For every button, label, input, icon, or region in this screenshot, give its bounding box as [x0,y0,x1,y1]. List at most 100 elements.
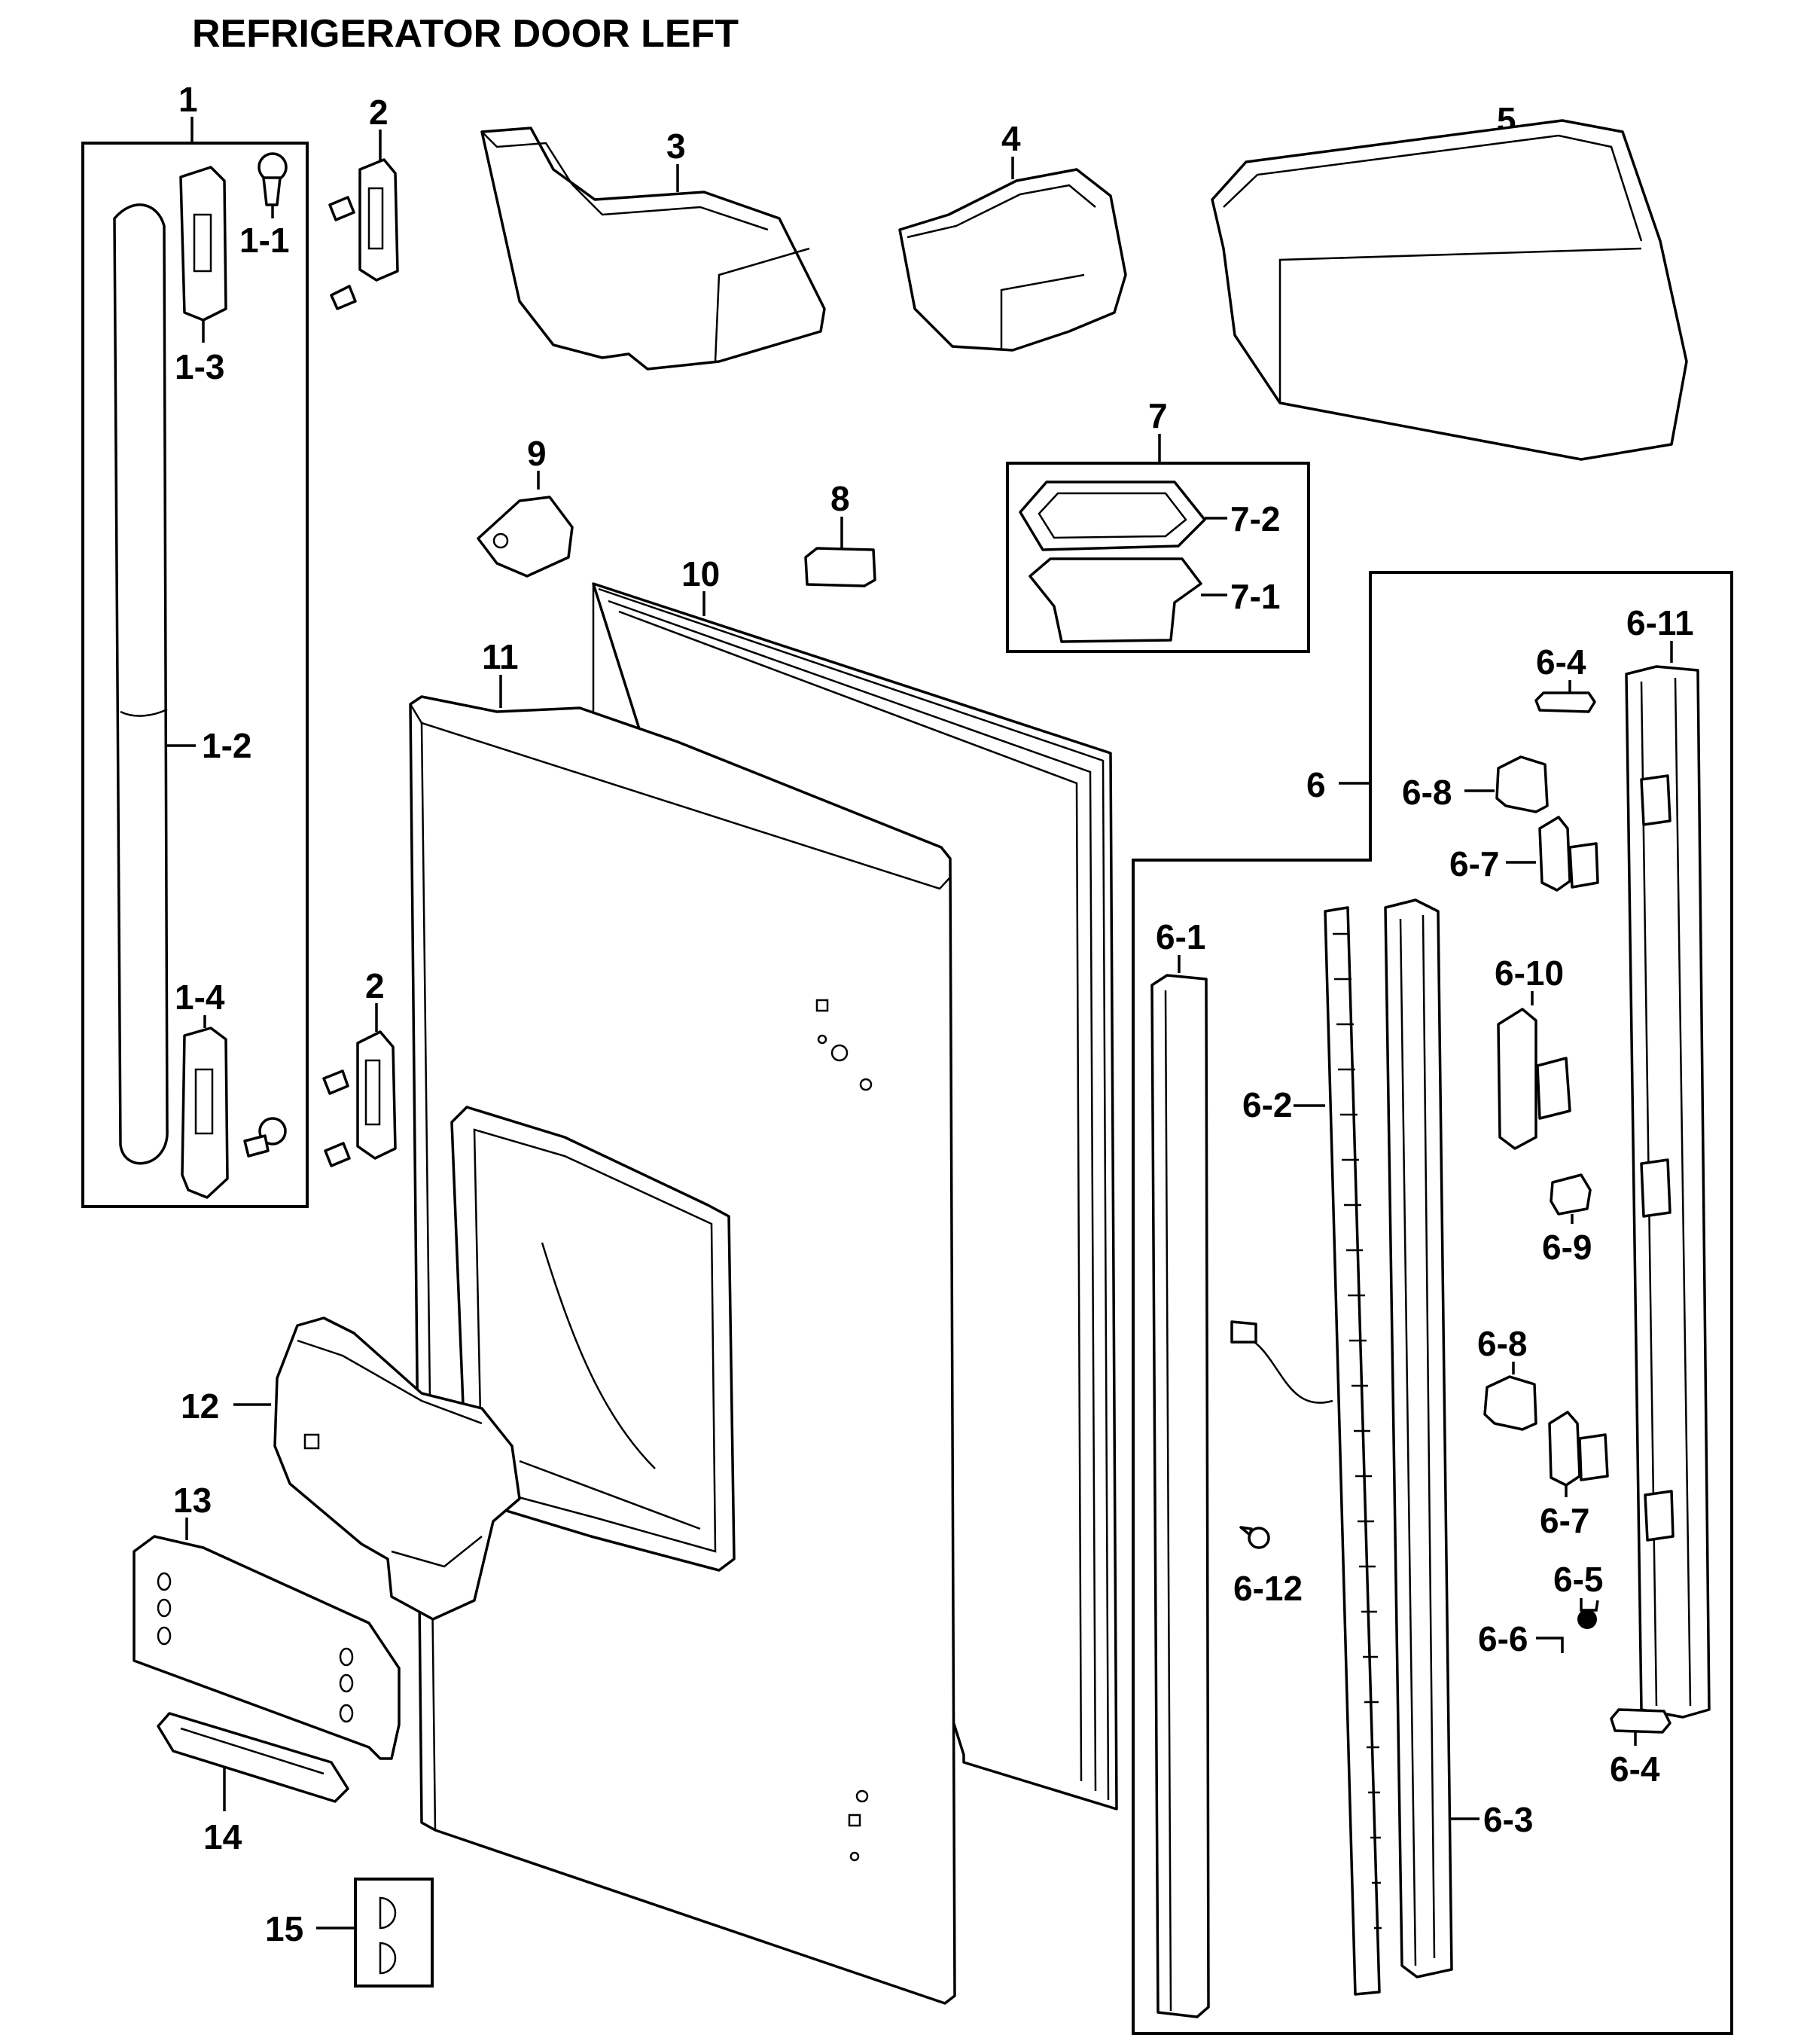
callout-13: 13 [173,1481,212,1520]
part-2-hinge-bracket-bottom: 2 [322,966,397,1167]
part-1-3-top-bracket [179,166,227,322]
callout-3: 3 [666,127,686,166]
dispenser-tray [519,1460,701,1530]
part-1-1-screw-shank [262,176,282,206]
screw-2-top-a [328,196,355,221]
cap-15-b [379,1942,397,1975]
part-4-door-bin: 4 [898,119,1127,352]
callout-6-7-bottom: 6-7 [1540,1501,1589,1540]
part-1-4-bottom-bracket [181,1027,229,1199]
cover-hole-1 [157,1572,172,1591]
callout-6: 6 [1306,765,1326,804]
bin-4-body [898,168,1127,352]
callout-9: 9 [527,434,547,473]
heater-strip-6-2 [1324,906,1381,1996]
hinge-bracket-bottom-body [356,1030,397,1160]
callout-6-5: 6-5 [1553,1560,1603,1599]
drip-tray-slot [180,1727,325,1775]
screw-2-top-b [330,285,357,310]
callout-6-9: 6-9 [1542,1228,1592,1267]
callout-11: 11 [482,637,519,676]
cover-hole-3 [157,1626,172,1646]
hinge-bracket-bottom-slot [364,1059,381,1126]
callout-2-bottom: 2 [365,966,385,1005]
handle-group-box [81,142,309,1208]
gasket-line-2 [608,599,1097,1792]
dispenser-recess-outer [450,1106,736,1572]
callout-6-2: 6-2 [1242,1085,1292,1124]
callout-6-4-bottom: 6-4 [1610,1750,1660,1789]
callout-12: 12 [181,1387,219,1426]
control-icon-small-circle [859,1078,873,1091]
door-top-edge [409,703,951,890]
bin-3-body [480,127,826,371]
bin-5-rim [1223,134,1643,242]
bottom-screw-shank [243,1134,270,1158]
part-11-door-panel: 11 [409,637,956,2005]
callout-14: 14 [203,1817,242,1856]
leader-6-5 [1580,1598,1599,1612]
hinge-6-7-top-plate [1538,816,1571,892]
bin-4-rim [907,184,1096,239]
screw-6-12-head [1248,1527,1270,1549]
control-icon-bottom-a [855,1789,869,1803]
hinge-6-7-bottom-plate [1548,1411,1581,1487]
part-5-door-bin: 5 [1211,100,1688,461]
rail-6-11-clip-c [1644,1490,1675,1542]
cap-6-9 [1550,1173,1592,1216]
callout-7-1: 7-1 [1230,577,1280,616]
callout-8: 8 [830,479,850,518]
part-7-2-cup-rim [1019,480,1206,551]
callout-1-1: 1-1 [239,221,289,260]
clip-6-8-top [1495,755,1549,813]
part-13-cover-panel: 13 [133,1481,401,1760]
cover-13-body [133,1535,401,1760]
part-9-bracket: 9 [477,434,574,578]
heater-strip-hatching [1333,932,1382,1930]
bracket-9-hole [492,532,509,549]
clip-6-8-bottom [1483,1375,1537,1431]
callout-6-8-top: 6-8 [1402,773,1452,812]
cap-set-box [354,1878,434,1988]
screw-6-12-shank [1239,1526,1253,1536]
callout-6-4-top: 6-4 [1536,642,1586,682]
callout-4: 4 [1001,119,1021,158]
ice-chute-body [273,1316,521,1621]
callout-1: 1 [178,80,198,119]
bin-4-edge [1000,273,1085,350]
hinge-bracket-top-slot [367,187,384,250]
rail-6-3 [1384,898,1453,1978]
part-15-cap-set: 15 [265,1878,434,1988]
gasket-line-3 [618,610,1083,1782]
ice-chute-spout [391,1536,483,1568]
callout-1-3: 1-3 [175,347,224,386]
part-7-1-cup [1028,557,1202,643]
callout-6-12: 6-12 [1233,1569,1303,1608]
handle-bar-seam [120,708,168,717]
stop-6-5 [1577,1609,1597,1629]
door-left-edge [420,722,437,1831]
leader-6-6 [1536,1637,1564,1653]
cup-group-box [1006,462,1310,653]
control-icon-dot-a [817,1034,827,1045]
callout-15: 15 [265,1909,303,1948]
bin-3-rim [481,131,769,231]
hinge-bracket-top-body [358,158,399,282]
callout-6-8-bottom: 6-8 [1477,1324,1527,1363]
callout-1-2: 1-2 [202,726,251,765]
ice-chute-ridge [297,1339,483,1425]
callout-1-4: 1-4 [175,978,225,1017]
rail-group-box [1132,571,1733,2035]
clip-6-4-bottom [1610,1708,1671,1734]
callout-6-11: 6-11 [1626,603,1694,642]
screw-2-bottom-a [322,1069,349,1095]
callout-6-3: 6-3 [1483,1800,1533,1839]
cover-hole-6 [339,1704,354,1723]
control-icon-bottom-square [848,1814,861,1827]
gasket-line-1 [598,587,1110,1801]
callout-7-2: 7-2 [1230,499,1280,538]
part-3-door-bin: 3 [480,127,826,371]
bin-5-inner-edge [1278,247,1642,403]
top-bracket-slot [193,213,212,273]
